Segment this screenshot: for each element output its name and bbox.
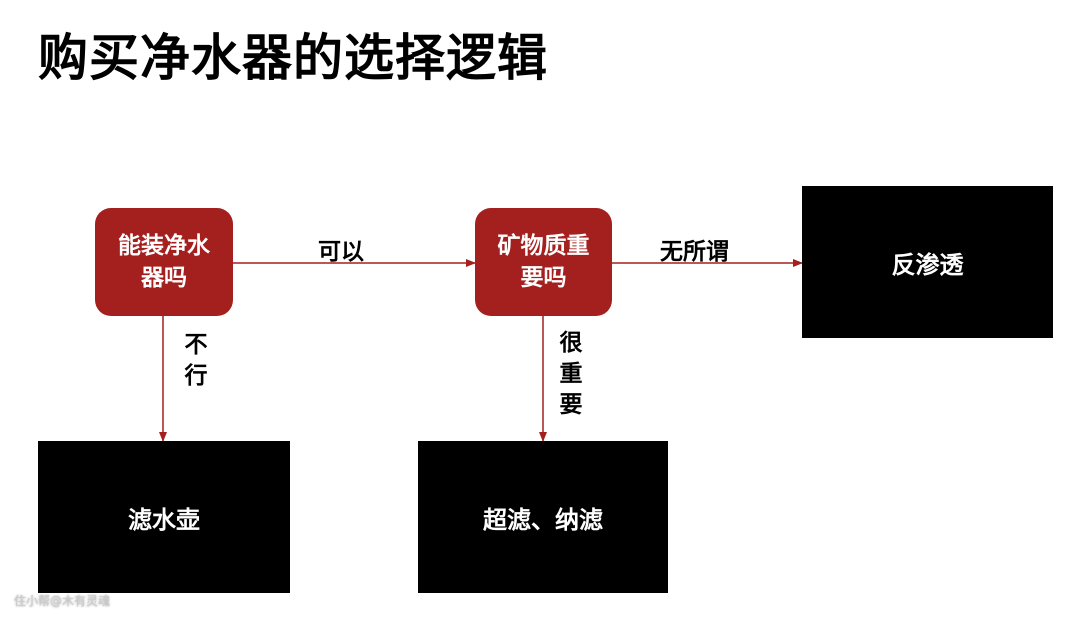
edge-label-very-important: 很重要 [559, 330, 583, 418]
edge-label-no: 不行 [184, 332, 208, 389]
result-uf-nf: 超滤、纳滤 [418, 441, 668, 593]
edge-label-yes: 可以 [318, 239, 364, 265]
result-filter-kettle: 滤水壶 [38, 441, 290, 593]
result-reverse-osmosis: 反渗透 [802, 186, 1053, 338]
decision-can-install: 能装净水器吗 [95, 208, 233, 316]
page-title: 购买净水器的选择逻辑 [38, 29, 548, 87]
watermark: 住小帮@木有灵魂 [14, 594, 111, 608]
edge-label-doesnt-matter: 无所谓 [660, 239, 729, 265]
decision-minerals-important: 矿物质重要吗 [475, 208, 612, 316]
